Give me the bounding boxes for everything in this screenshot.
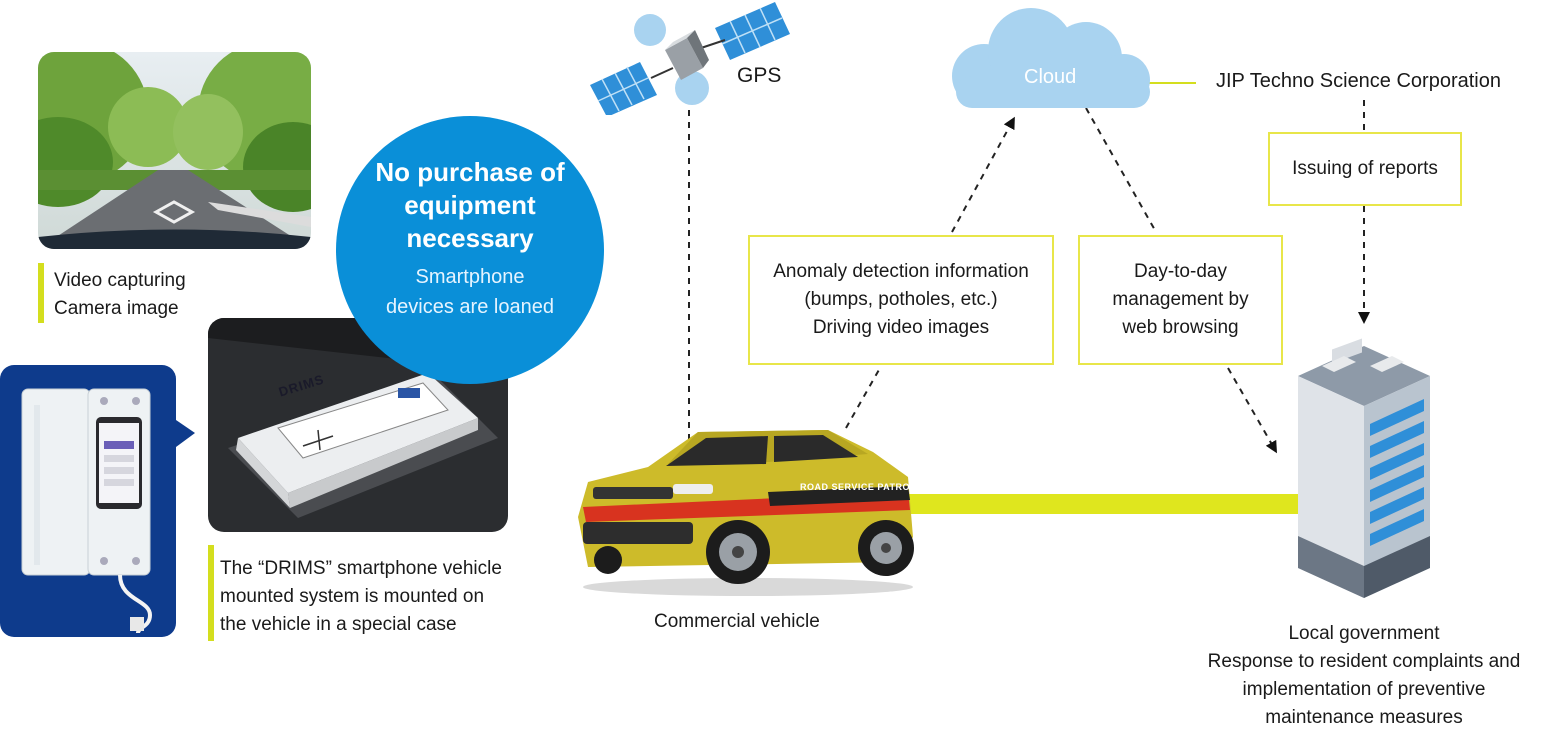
local-gov-line-2: Response to resident complaints and	[1207, 651, 1521, 672]
camera-caption: Video capturing Camera image	[54, 267, 186, 323]
cloud-to-box-line	[1085, 107, 1157, 233]
commercial-vehicle-icon	[568, 422, 918, 598]
anomaly-info-box: Anomaly detection information (bumps, po…	[748, 235, 1054, 365]
drims-caption-line-3: the vehicle in a special case	[220, 614, 457, 635]
cloud-icon	[936, 6, 1156, 108]
cloud-label: Cloud	[1024, 66, 1077, 88]
badge-title-line-2: equipment	[404, 190, 536, 220]
company-label: JIP Techno Science Corporation	[1216, 70, 1501, 92]
management-box-line-2: management by	[1112, 289, 1249, 310]
vehicle-to-cloud-arrow	[951, 116, 1015, 233]
local-gov-line-4: maintenance measures	[1265, 707, 1463, 728]
local-gov-line-3: implementation of preventive	[1242, 679, 1486, 700]
anomaly-box-line-1: Anomaly detection information	[773, 261, 1029, 282]
vehicle-to-box-line	[845, 367, 881, 429]
camera-caption-line-2: Camera image	[54, 298, 179, 319]
drims-caption-bar	[208, 545, 214, 641]
badge-subtitle-line-1: Smartphone	[415, 266, 525, 288]
satellite-icon	[585, 0, 795, 115]
management-box-line-1: Day-to-day	[1134, 261, 1227, 282]
camera-image	[38, 52, 311, 249]
drims-caption-line-1: The “DRIMS” smartphone vehicle	[220, 558, 502, 579]
badge-subtitle-line-2: devices are loaned	[386, 296, 554, 318]
management-box: Day-to-day management by web browsing	[1078, 235, 1283, 365]
local-government-building-icon	[1292, 336, 1434, 598]
camera-caption-line-1: Video capturing	[54, 270, 186, 291]
local-government-caption: Local government Response to resident co…	[1188, 620, 1540, 732]
gps-label: GPS	[737, 64, 782, 87]
management-box-line-3: web browsing	[1122, 317, 1239, 338]
reports-box: Issuing of reports	[1268, 132, 1462, 206]
no-purchase-badge: No purchase of equipment necessary Smart…	[336, 116, 604, 384]
anomaly-box-line-3: Driving video images	[812, 317, 990, 338]
box-to-government-arrow	[1227, 367, 1277, 454]
anomaly-box-line-2: (bumps, potholes, etc.)	[804, 289, 998, 310]
badge-title-line-3: necessary	[406, 223, 534, 253]
drims-caption: The “DRIMS” smartphone vehicle mounted s…	[220, 555, 502, 639]
vehicle-government-link-bar	[900, 494, 1300, 514]
badge-title-line-1: No purchase of	[375, 157, 565, 187]
local-gov-line-1: Local government	[1288, 623, 1440, 644]
vehicle-label: Commercial vehicle	[654, 611, 820, 632]
vehicle-door-text: ROAD SERVICE PATROL	[800, 482, 917, 492]
smartphone-case-photo	[0, 365, 195, 637]
reports-label: Issuing of reports	[1292, 158, 1438, 179]
camera-caption-bar	[38, 263, 44, 323]
drims-caption-line-2: mounted system is mounted on	[220, 586, 485, 607]
